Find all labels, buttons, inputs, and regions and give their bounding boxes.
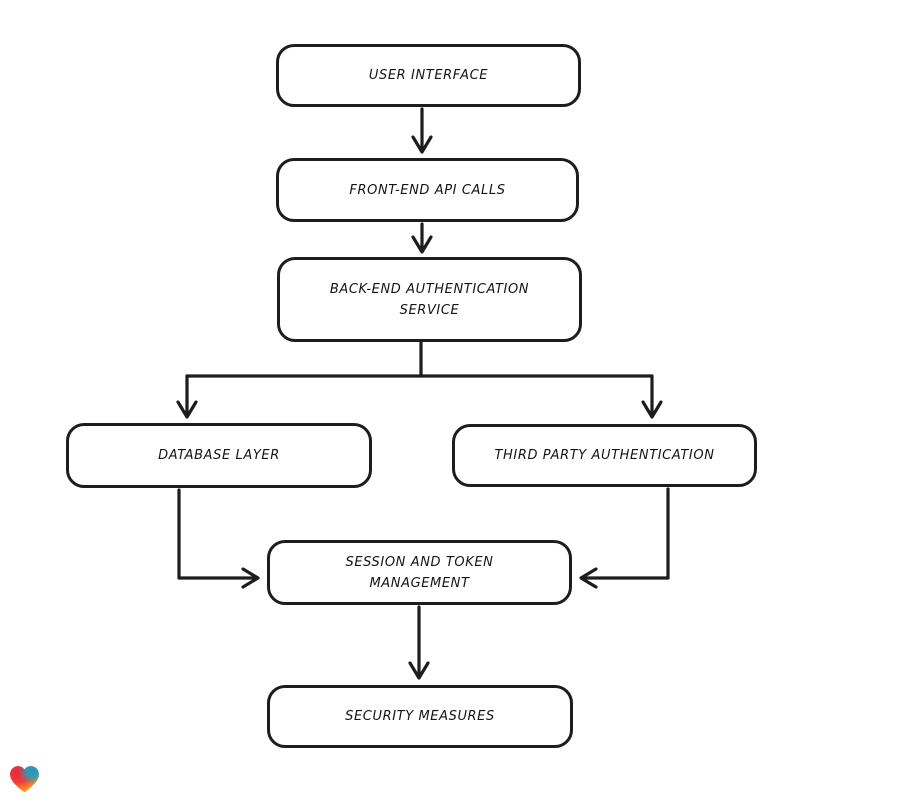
node-user-interface: USER INTERFACE	[276, 44, 581, 107]
node-security-measures: SECURITY MEASURES	[267, 685, 573, 748]
node-front-end-api-calls-label: FRONT-END API CALLS	[349, 182, 506, 198]
edge-session-and-token-management-to-security-measures	[408, 605, 430, 680]
edge-user-interface-to-front-end-api-calls	[411, 107, 433, 154]
node-third-party-authentication: THIRD PARTY AUTHENTICATION	[452, 424, 757, 487]
node-database-layer: DATABASE LAYER	[66, 423, 372, 488]
node-back-end-authentication-service-label: BACK-END AUTHENTICATION SERVICE	[329, 281, 530, 318]
node-security-measures-label: SECURITY MEASURES	[345, 709, 495, 724]
node-session-and-token-management-label: SESSION AND TOKEN MANAGEMENT	[345, 554, 494, 591]
node-front-end-api-calls: FRONT-END API CALLS	[276, 158, 579, 222]
edge-front-end-api-calls-to-back-end-authentication-service	[411, 222, 433, 254]
heart-logo-badge[interactable]	[8, 760, 41, 797]
edge-database-layer-to-session-and-token-management	[177, 488, 260, 589]
node-third-party-authentication-label: THIRD PARTY AUTHENTICATION	[494, 448, 715, 463]
node-user-interface-label: USER INTERFACE	[368, 68, 489, 83]
node-database-layer-label: DATABASE LAYER	[158, 448, 280, 463]
node-back-end-authentication-service: BACK-END AUTHENTICATION SERVICE	[277, 257, 582, 342]
node-session-and-token-management: SESSION AND TOKEN MANAGEMENT	[267, 540, 572, 605]
heart-icon	[10, 766, 39, 793]
edge-third-party-authentication-to-session-and-token-management	[579, 487, 670, 589]
edge-back-end-authentication-service-split	[176, 341, 663, 419]
